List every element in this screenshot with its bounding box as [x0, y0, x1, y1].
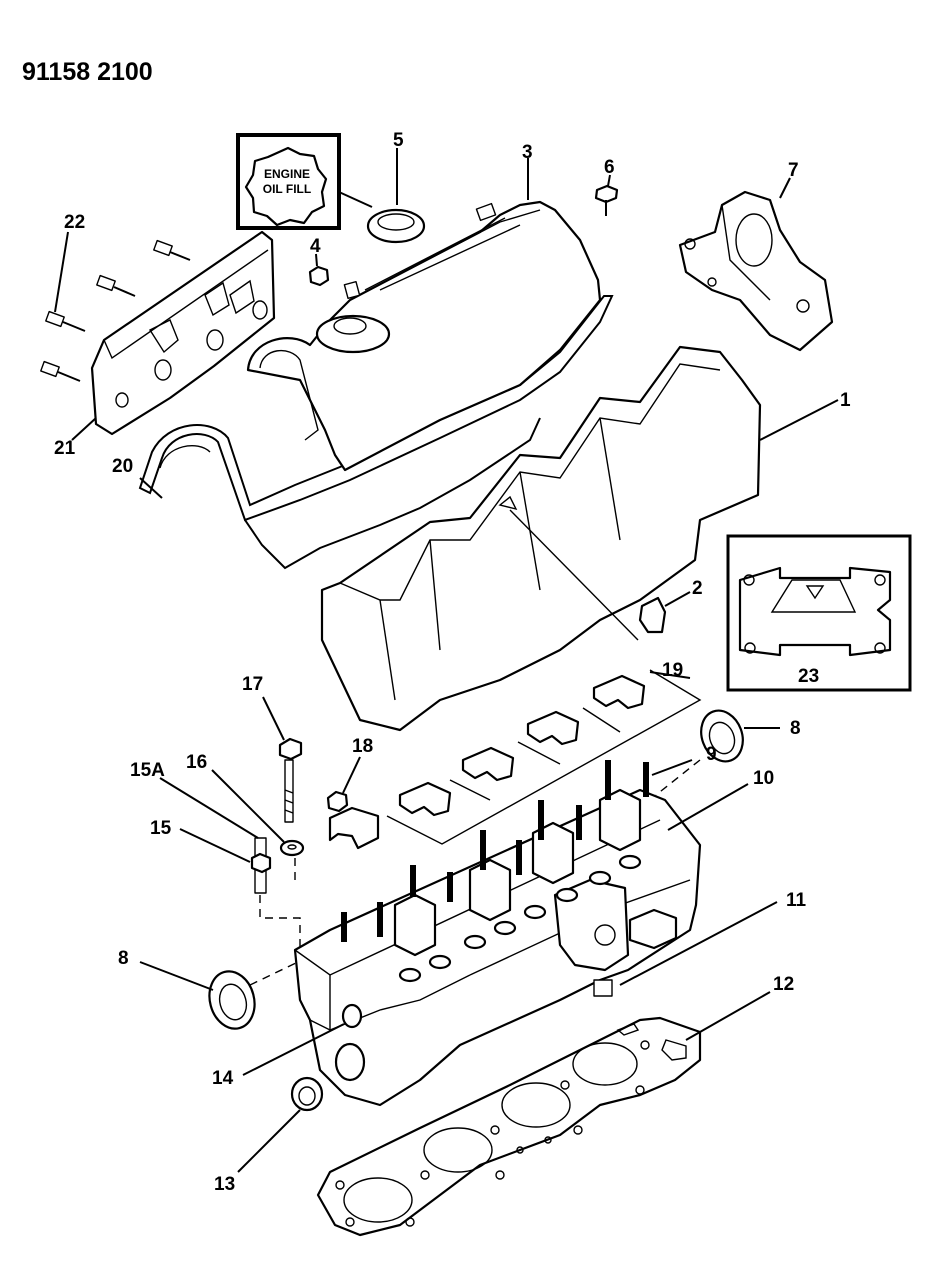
drawing-code: 91158 2100 — [22, 58, 153, 86]
nut-18 — [326, 756, 361, 813]
heat-shield-plate — [90, 230, 276, 436]
plate-bolts — [40, 231, 191, 382]
callout-3: 3 — [522, 142, 533, 163]
inset-cap-line2: OIL FILL — [263, 182, 311, 196]
inset-cap-line1: ENGINE — [264, 167, 310, 181]
callout-20: 20 — [112, 456, 133, 477]
bracket-7 — [678, 177, 834, 352]
callout-9: 9 — [706, 744, 717, 765]
inset-plate-23 — [726, 534, 912, 692]
seal-8-right — [655, 709, 780, 796]
valve-cover — [246, 158, 602, 472]
leader-10 — [667, 783, 749, 831]
oil-fill-cap — [366, 148, 426, 244]
clip-2 — [509, 509, 691, 641]
stud-9 — [651, 759, 693, 776]
head-bolt-17 — [262, 696, 303, 823]
callout-7: 7 — [788, 160, 799, 181]
callout-16: 16 — [186, 752, 207, 773]
head-gasket — [316, 991, 771, 1237]
washer-16 — [211, 769, 305, 880]
leader-11 — [619, 901, 778, 986]
oil-fill-cap-inset: ENGINE OIL FILL — [236, 133, 373, 230]
callout-23: 23 — [798, 666, 819, 687]
callout-22: 22 — [64, 212, 85, 233]
plug-13 — [237, 1076, 324, 1173]
bearing-caps — [386, 669, 702, 845]
callout-15: 15 — [150, 818, 172, 839]
leader-21 — [71, 417, 97, 441]
callout-2: 2 — [692, 578, 703, 599]
plug-14 — [242, 1003, 363, 1076]
callout-6: 6 — [604, 157, 615, 178]
manifold-heat-shield — [320, 345, 839, 732]
callout-14: 14 — [212, 1068, 234, 1089]
callout-17: 17 — [242, 674, 263, 695]
cover-nut — [308, 253, 361, 300]
callout-19: 19 — [662, 660, 683, 681]
bolt-6 — [594, 174, 619, 216]
callout-1: 1 — [840, 390, 851, 411]
callout-4: 4 — [310, 236, 321, 257]
callout-21: 21 — [54, 438, 76, 459]
callout-15a: 15A — [130, 760, 165, 781]
valve-cover-gasket — [138, 295, 614, 570]
callout-18: 18 — [352, 736, 373, 757]
callout-11: 11 — [786, 890, 807, 911]
seal-8-left — [139, 961, 299, 1030]
leader-20 — [139, 477, 163, 499]
callout-10: 10 — [753, 768, 774, 789]
callout-8-left: 8 — [118, 948, 129, 969]
callout-12: 12 — [773, 974, 794, 995]
callouts: 1 2 3 4 5 6 7 8 8 9 10 11 12 13 14 15 15… — [54, 130, 851, 1195]
callout-5: 5 — [393, 130, 404, 151]
stud-15 — [159, 777, 301, 948]
cylinder-head — [293, 760, 702, 1107]
callout-8-right: 8 — [790, 718, 801, 739]
callout-13: 13 — [214, 1174, 235, 1195]
